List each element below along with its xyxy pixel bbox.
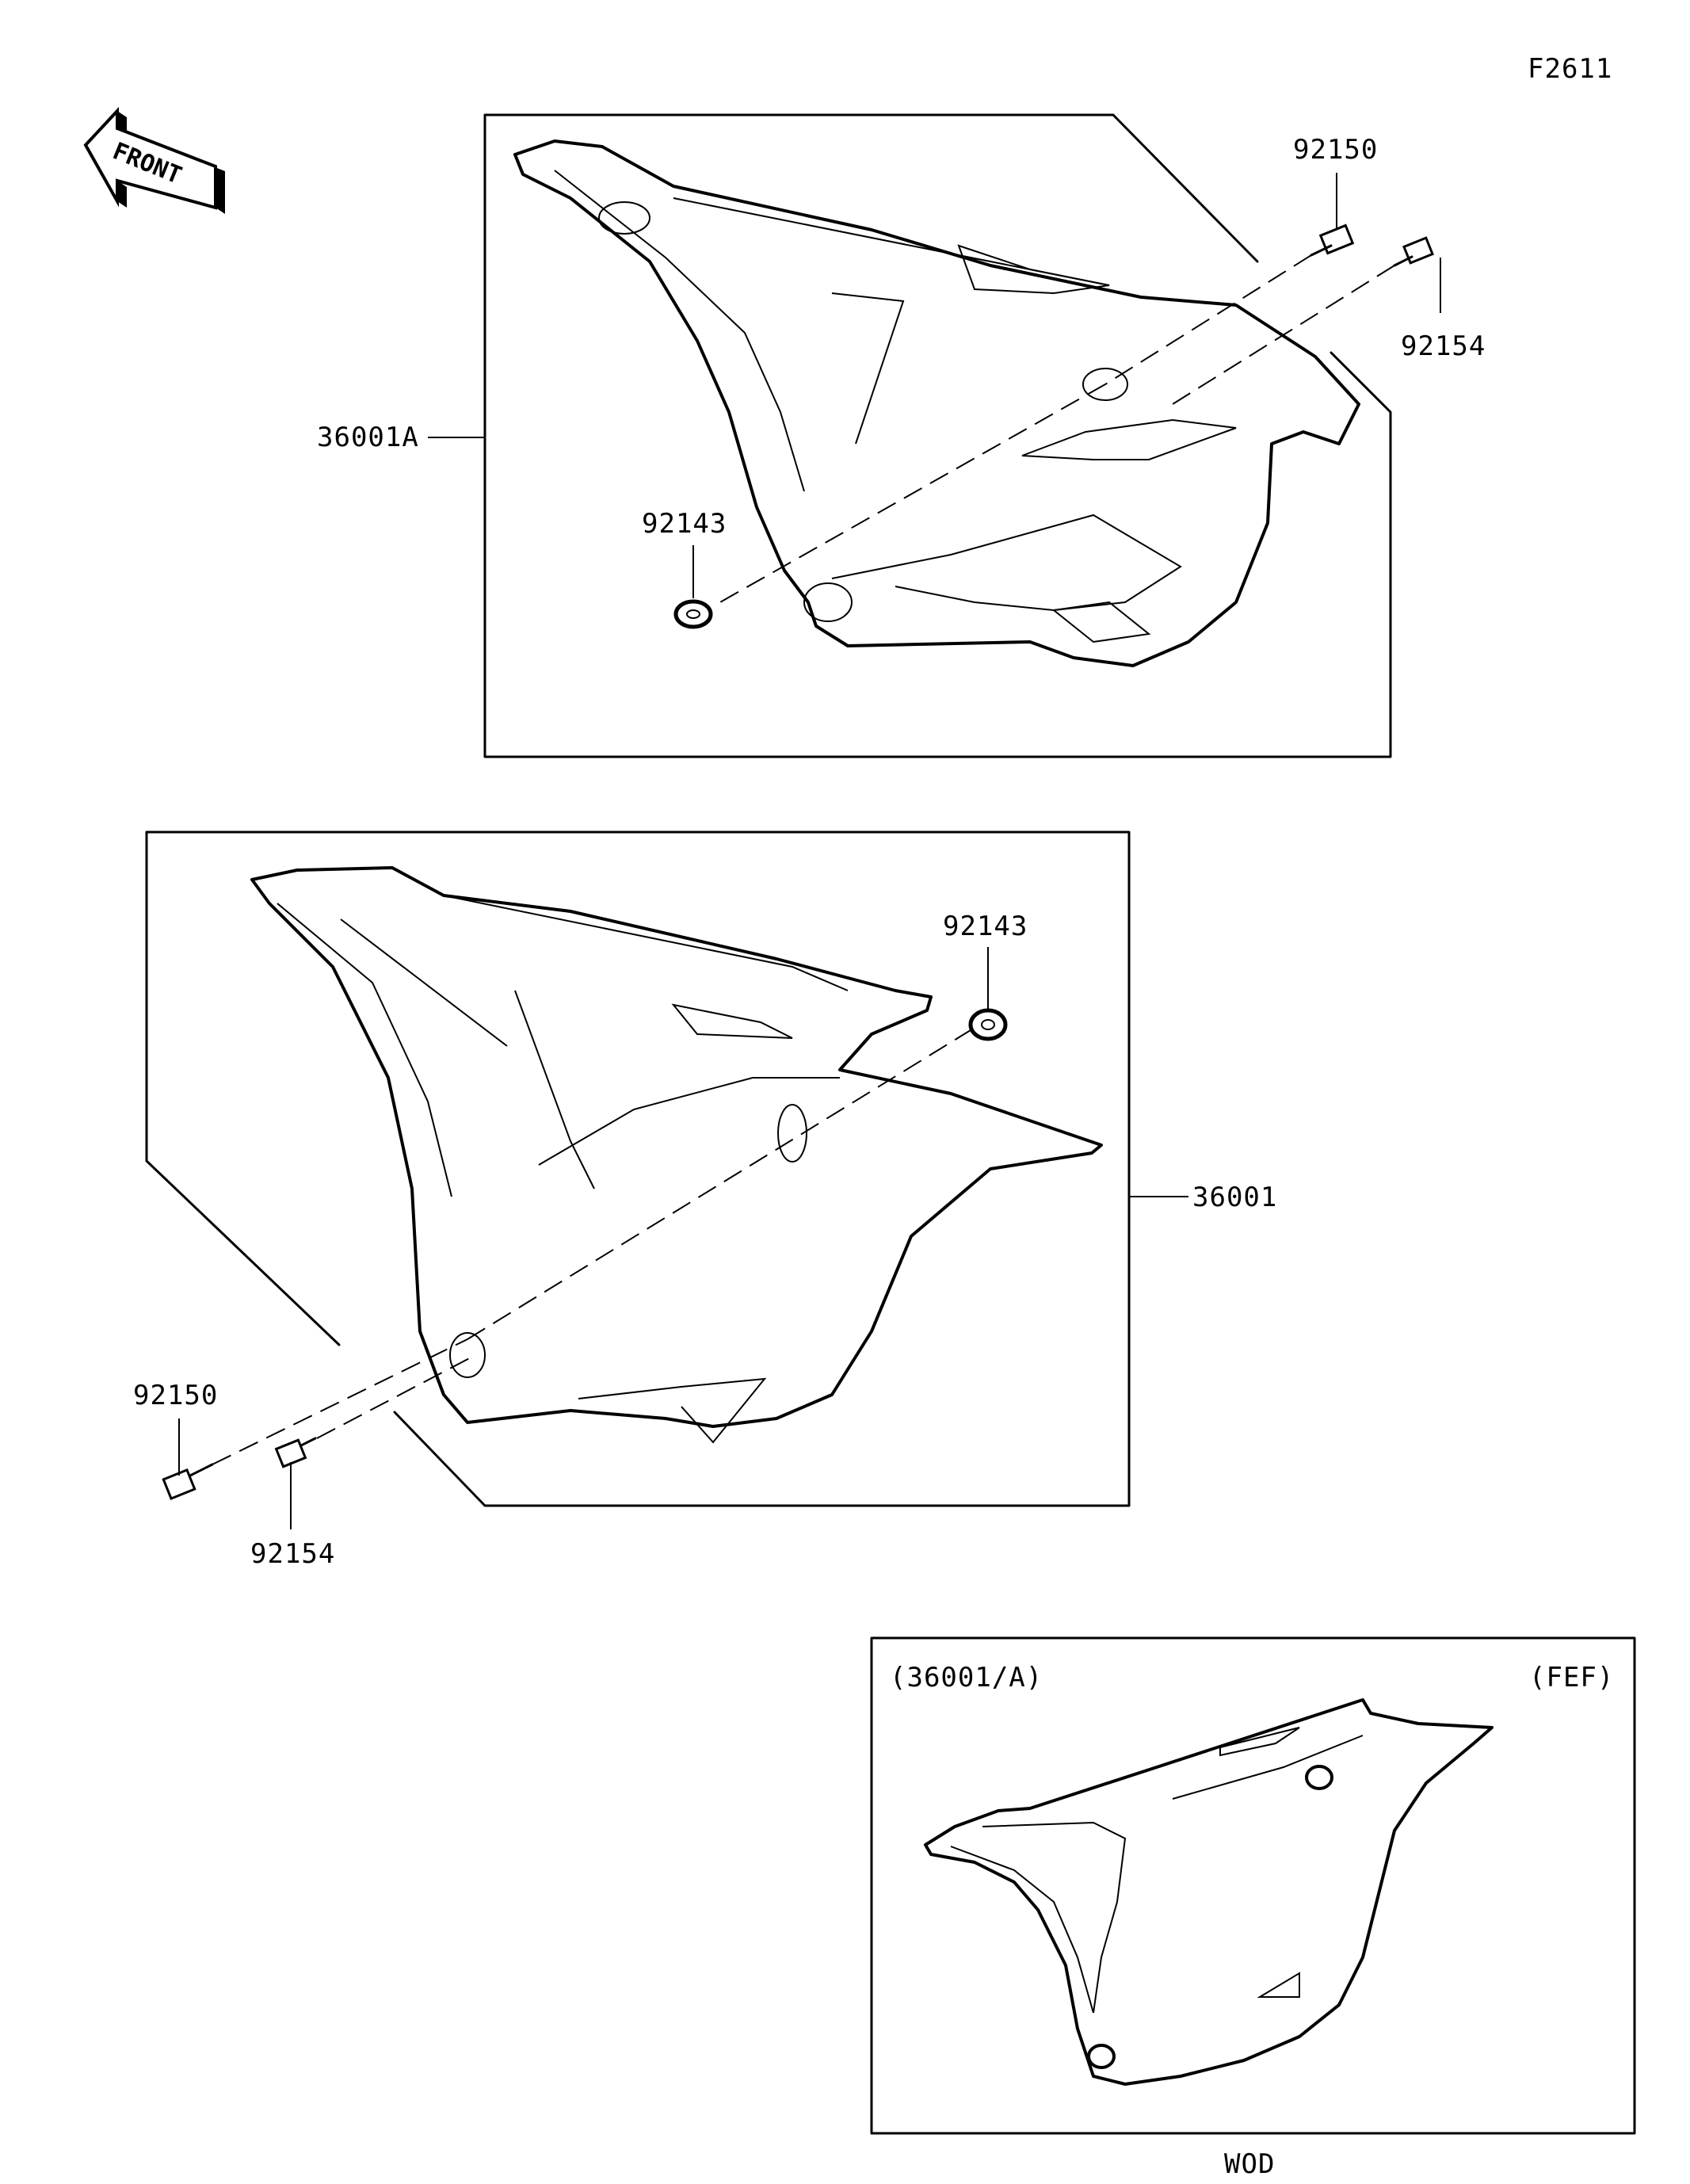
grommet-92143-lower-icon	[968, 1008, 1008, 1041]
inset-label-right: (FEF)	[1529, 1662, 1614, 1693]
screw-92154-upper-icon	[1393, 236, 1434, 267]
inset-caption: WOD	[1224, 2148, 1275, 2180]
lower-frame	[145, 830, 1131, 1507]
lower-group: 92143 36001 92150 92154	[133, 830, 1277, 1570]
inset-frame	[870, 1636, 1636, 2135]
upper-group: 92150 92154 92143 36001A	[317, 113, 1486, 758]
label-92143-upper: 92143	[642, 508, 727, 540]
screw-92154-lower-icon	[274, 1437, 317, 1468]
label-36001A: 36001A	[317, 422, 419, 453]
inset-panel: (36001/A) (FEF) WOD	[870, 1636, 1636, 2180]
label-92154-lower: 92154	[250, 1538, 335, 1570]
label-36001: 36001	[1192, 1182, 1277, 1213]
bolt-92150-upper-icon	[1310, 223, 1355, 257]
bolt-92150-lower-icon	[162, 1463, 214, 1500]
upper-frame	[483, 113, 1392, 758]
label-92154-upper: 92154	[1401, 330, 1486, 362]
inset-side-cover	[924, 1698, 1494, 2086]
front-arrow-icon: FRONT	[83, 106, 225, 214]
label-92143-lower: 92143	[943, 911, 1028, 942]
side-cover-36001A	[513, 139, 1360, 667]
label-92150-upper: 92150	[1293, 134, 1378, 166]
grommet-92143-upper-icon	[673, 599, 713, 629]
inset-label-left: (36001/A)	[890, 1662, 1043, 1693]
label-92150-lower: 92150	[133, 1380, 218, 1411]
diagram-id: F2611	[1528, 53, 1612, 85]
side-cover-36001	[250, 866, 1103, 1444]
